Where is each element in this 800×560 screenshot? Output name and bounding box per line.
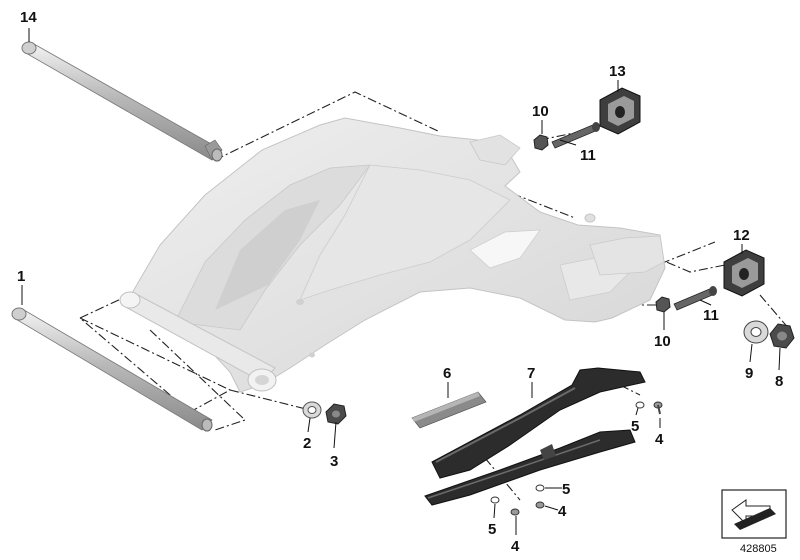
axle-left [11,307,213,432]
washer-5-right [635,401,645,409]
callout-11-lower: 11 [703,307,719,324]
callout-5-right: 5 [631,418,639,435]
screw-4-center [535,501,545,509]
swing-arm [119,117,666,393]
callout-14: 14 [20,9,37,26]
pivot-axle-top [21,41,223,162]
callout-10-lower: 10 [654,333,671,350]
screw-4-right [653,401,663,415]
reference-symbol [721,489,787,539]
callout-4-right: 4 [655,431,664,448]
callout-5-center: 5 [562,481,570,498]
nut-8 [769,323,795,349]
assembly-lines [79,91,791,501]
nut-10-upper [533,134,549,151]
callout-labels: 14 1 2 3 10 11 13 12 10 11 9 8 6 7 5 4 5… [17,9,783,555]
callout-9: 9 [745,365,753,382]
bolt-11-lower [673,286,717,311]
washer-2 [302,401,322,419]
reference-number: 428805 [740,543,777,555]
nut-3 [325,403,347,425]
pad-6 [411,391,487,429]
leader-lines [21,28,781,535]
callout-3: 3 [330,453,338,470]
washer-9 [743,320,769,344]
callout-11-upper: 11 [580,147,596,164]
callout-8: 8 [775,373,783,390]
callout-10-upper: 10 [532,103,549,120]
callout-12: 12 [733,227,750,244]
nut-10-lower [655,296,671,313]
washer-5-left [490,496,500,504]
adjuster-block-12 [723,249,765,297]
chain-guard-7 [424,367,646,506]
callout-1: 1 [17,268,25,285]
adjuster-block-13 [599,87,641,135]
callout-13: 13 [609,63,626,80]
callout-4-center: 4 [558,503,567,520]
callout-2: 2 [303,435,311,452]
callout-5-left: 5 [488,521,496,538]
washer-5-center [535,484,545,492]
bolt-11-upper [551,122,600,149]
callout-6: 6 [443,365,451,382]
screw-4-left [510,508,520,516]
callout-7: 7 [527,365,535,382]
callout-4-left: 4 [511,538,520,555]
